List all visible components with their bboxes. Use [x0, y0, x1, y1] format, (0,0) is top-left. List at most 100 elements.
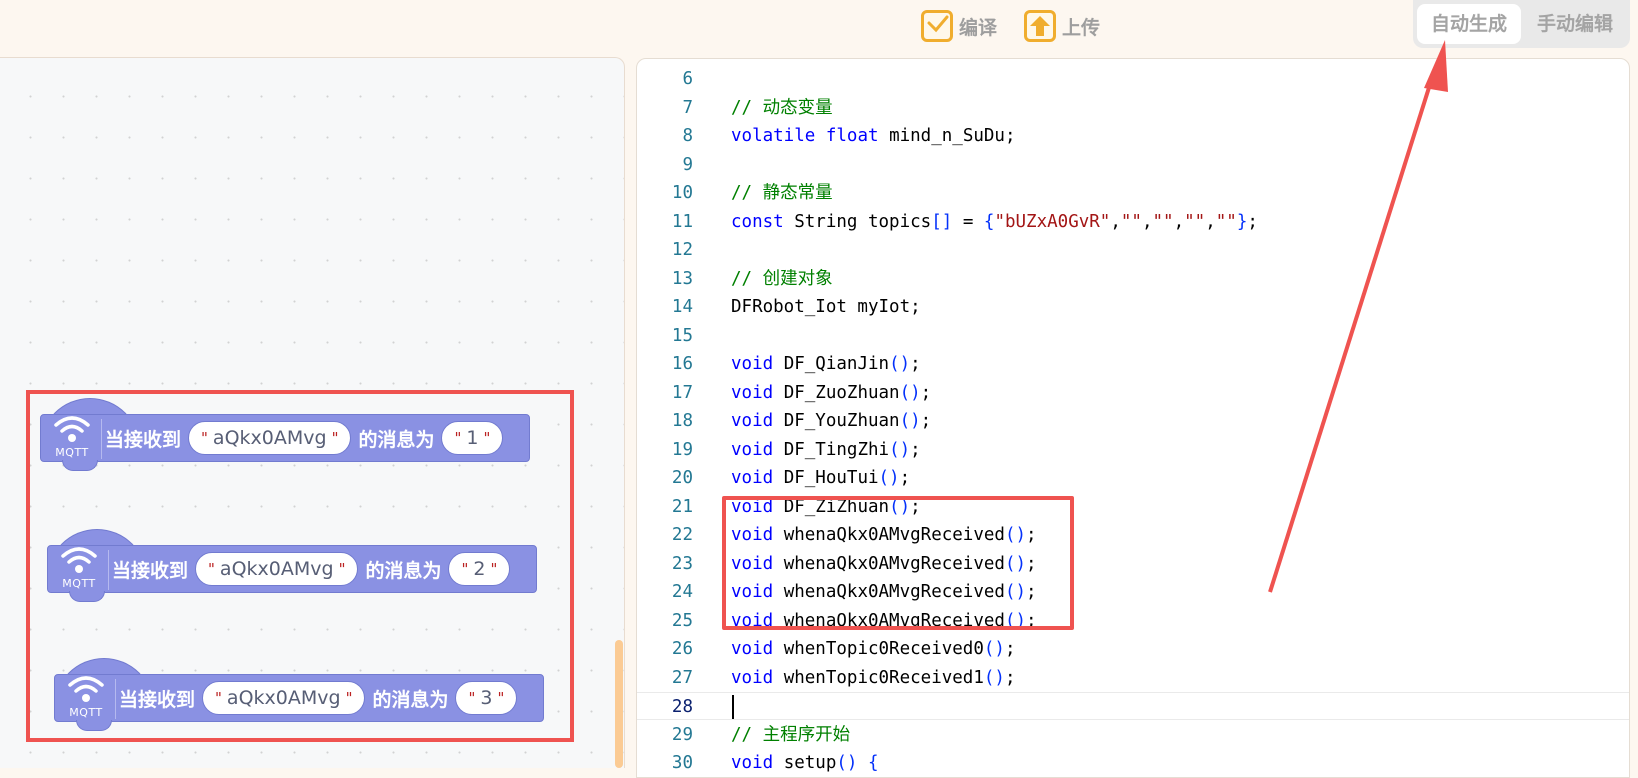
- block-body: MQTT 当接收到 "aQkx0AMvg" 的消息为 "3": [54, 674, 544, 722]
- compile-button[interactable]: 编译: [921, 6, 997, 46]
- code-text: void DF_ZiZhuan();: [731, 493, 921, 521]
- mode-manual-edit[interactable]: 手动编辑: [1536, 13, 1613, 35]
- code-token: (): [899, 411, 921, 431]
- code-line[interactable]: 27 void whenTopic0Received1();: [637, 664, 1629, 692]
- code-token: DF_ZiZhuan: [773, 496, 890, 517]
- topic-input[interactable]: "aQkx0AMvg": [202, 681, 366, 715]
- code-text: void DF_QianJin();: [731, 350, 921, 378]
- topic-input[interactable]: "aQkx0AMvg": [195, 552, 359, 586]
- code-text: void whenaQkx0AMvgReceived();: [731, 550, 1037, 578]
- block-prefix: 当接收到: [105, 428, 182, 451]
- line-number: 25: [671, 610, 693, 631]
- code-token: DF_ZuoZhuan: [773, 382, 900, 403]
- code-line[interactable]: 15: [637, 322, 1629, 350]
- code-text: void whenTopic0Received0();: [731, 635, 1016, 663]
- topic-input[interactable]: "aQkx0AMvg": [188, 421, 352, 455]
- code-token: void: [731, 439, 774, 460]
- code-token: ,: [1173, 211, 1185, 232]
- code-text: void whenTopic0Received1();: [731, 664, 1016, 692]
- code-token: ;: [910, 496, 921, 517]
- code-line[interactable]: 6: [637, 65, 1629, 93]
- code-token: ,: [1141, 211, 1153, 232]
- code-text: void whenaQkx0AMvgReceived();: [731, 578, 1037, 606]
- code-token: {: [983, 211, 995, 232]
- code-token: }: [1236, 211, 1248, 232]
- code-line[interactable]: 28: [637, 692, 1629, 720]
- message-input[interactable]: "1": [441, 421, 504, 455]
- upload-label: 上传: [1062, 16, 1101, 39]
- code-line[interactable]: 13// 创建对象: [637, 265, 1629, 293]
- line-number: 20: [671, 468, 693, 488]
- upload-button[interactable]: 上传: [1024, 6, 1100, 46]
- divider: [101, 419, 102, 459]
- code-text: // 静态常量: [731, 179, 833, 207]
- code-line[interactable]: 14 DFRobot_Iot myIot;: [637, 293, 1629, 321]
- code-token: void: [731, 610, 774, 631]
- mqtt-receive-block[interactable]: MQTT 当接收到 "aQkx0AMvg" 的消息为 "3": [54, 658, 544, 731]
- code-text: void setup() {: [731, 749, 879, 777]
- line-number: 13: [671, 268, 693, 289]
- compile-label: 编译: [959, 16, 998, 39]
- code-token: DF_YouZhuan: [773, 411, 900, 431]
- code-token: whenTopic0Received1: [773, 667, 984, 688]
- code-line[interactable]: 12: [637, 236, 1629, 264]
- code-line[interactable]: 30 void setup() {: [637, 749, 1629, 777]
- block-workspace[interactable]: [0, 57, 625, 768]
- code-token: "": [1215, 211, 1237, 232]
- code-token: []: [931, 211, 953, 232]
- code-token: whenaQkx0AMvgReceived: [773, 553, 1005, 574]
- code-token: mind_n_SuDu;: [878, 126, 1016, 146]
- top-toolbar: 编译 上传 自动生成 手动编辑: [0, 0, 1638, 56]
- code-token: void: [731, 382, 774, 403]
- mqtt-receive-block[interactable]: MQTT 当接收到 "aQkx0AMvg" 的消息为 "1": [40, 398, 530, 471]
- message-input[interactable]: "3": [455, 681, 518, 715]
- code-token: ;: [910, 439, 921, 460]
- line-number: 14: [671, 297, 693, 317]
- code-token: void: [731, 468, 774, 488]
- code-line[interactable]: 23 void whenaQkx0AMvgReceived();: [637, 550, 1629, 578]
- code-line[interactable]: 7// 动态变量: [637, 94, 1629, 122]
- code-token: whenaQkx0AMvgReceived: [773, 582, 1005, 602]
- line-number: 6: [682, 69, 693, 89]
- line-number: 22: [671, 525, 693, 545]
- divider: [108, 550, 109, 590]
- mode-auto-generate[interactable]: 自动生成: [1417, 4, 1521, 44]
- code-token: void: [731, 553, 774, 574]
- code-line[interactable]: 29// 主程序开始: [637, 721, 1629, 749]
- message-input[interactable]: "2": [448, 552, 511, 586]
- line-number: 17: [671, 382, 693, 403]
- code-token: void: [731, 667, 774, 688]
- code-line[interactable]: 9: [637, 151, 1629, 179]
- code-token: float: [825, 126, 879, 146]
- line-number: 27: [671, 667, 693, 688]
- annotation-highlight-code: [722, 496, 1074, 630]
- text-caret: [732, 695, 734, 719]
- code-text: DFRobot_Iot myIot;: [731, 293, 921, 321]
- code-text: void DF_TingZhi();: [731, 436, 921, 464]
- code-line[interactable]: 10 // 静态常量: [637, 179, 1629, 207]
- line-number: 10: [671, 183, 693, 203]
- code-token: ;: [920, 382, 932, 403]
- line-number: 23: [671, 553, 693, 574]
- line-number: 30: [671, 753, 693, 773]
- code-text: volatile float mind_n_SuDu;: [731, 122, 1016, 150]
- code-token: (): [878, 468, 900, 488]
- workspace-scrollbar[interactable]: [615, 640, 623, 768]
- code-token: // 静态常量: [731, 183, 833, 203]
- line-number: 11: [671, 211, 693, 232]
- mqtt-wifi-icon: MQTT: [61, 671, 111, 725]
- code-token: void: [731, 496, 774, 517]
